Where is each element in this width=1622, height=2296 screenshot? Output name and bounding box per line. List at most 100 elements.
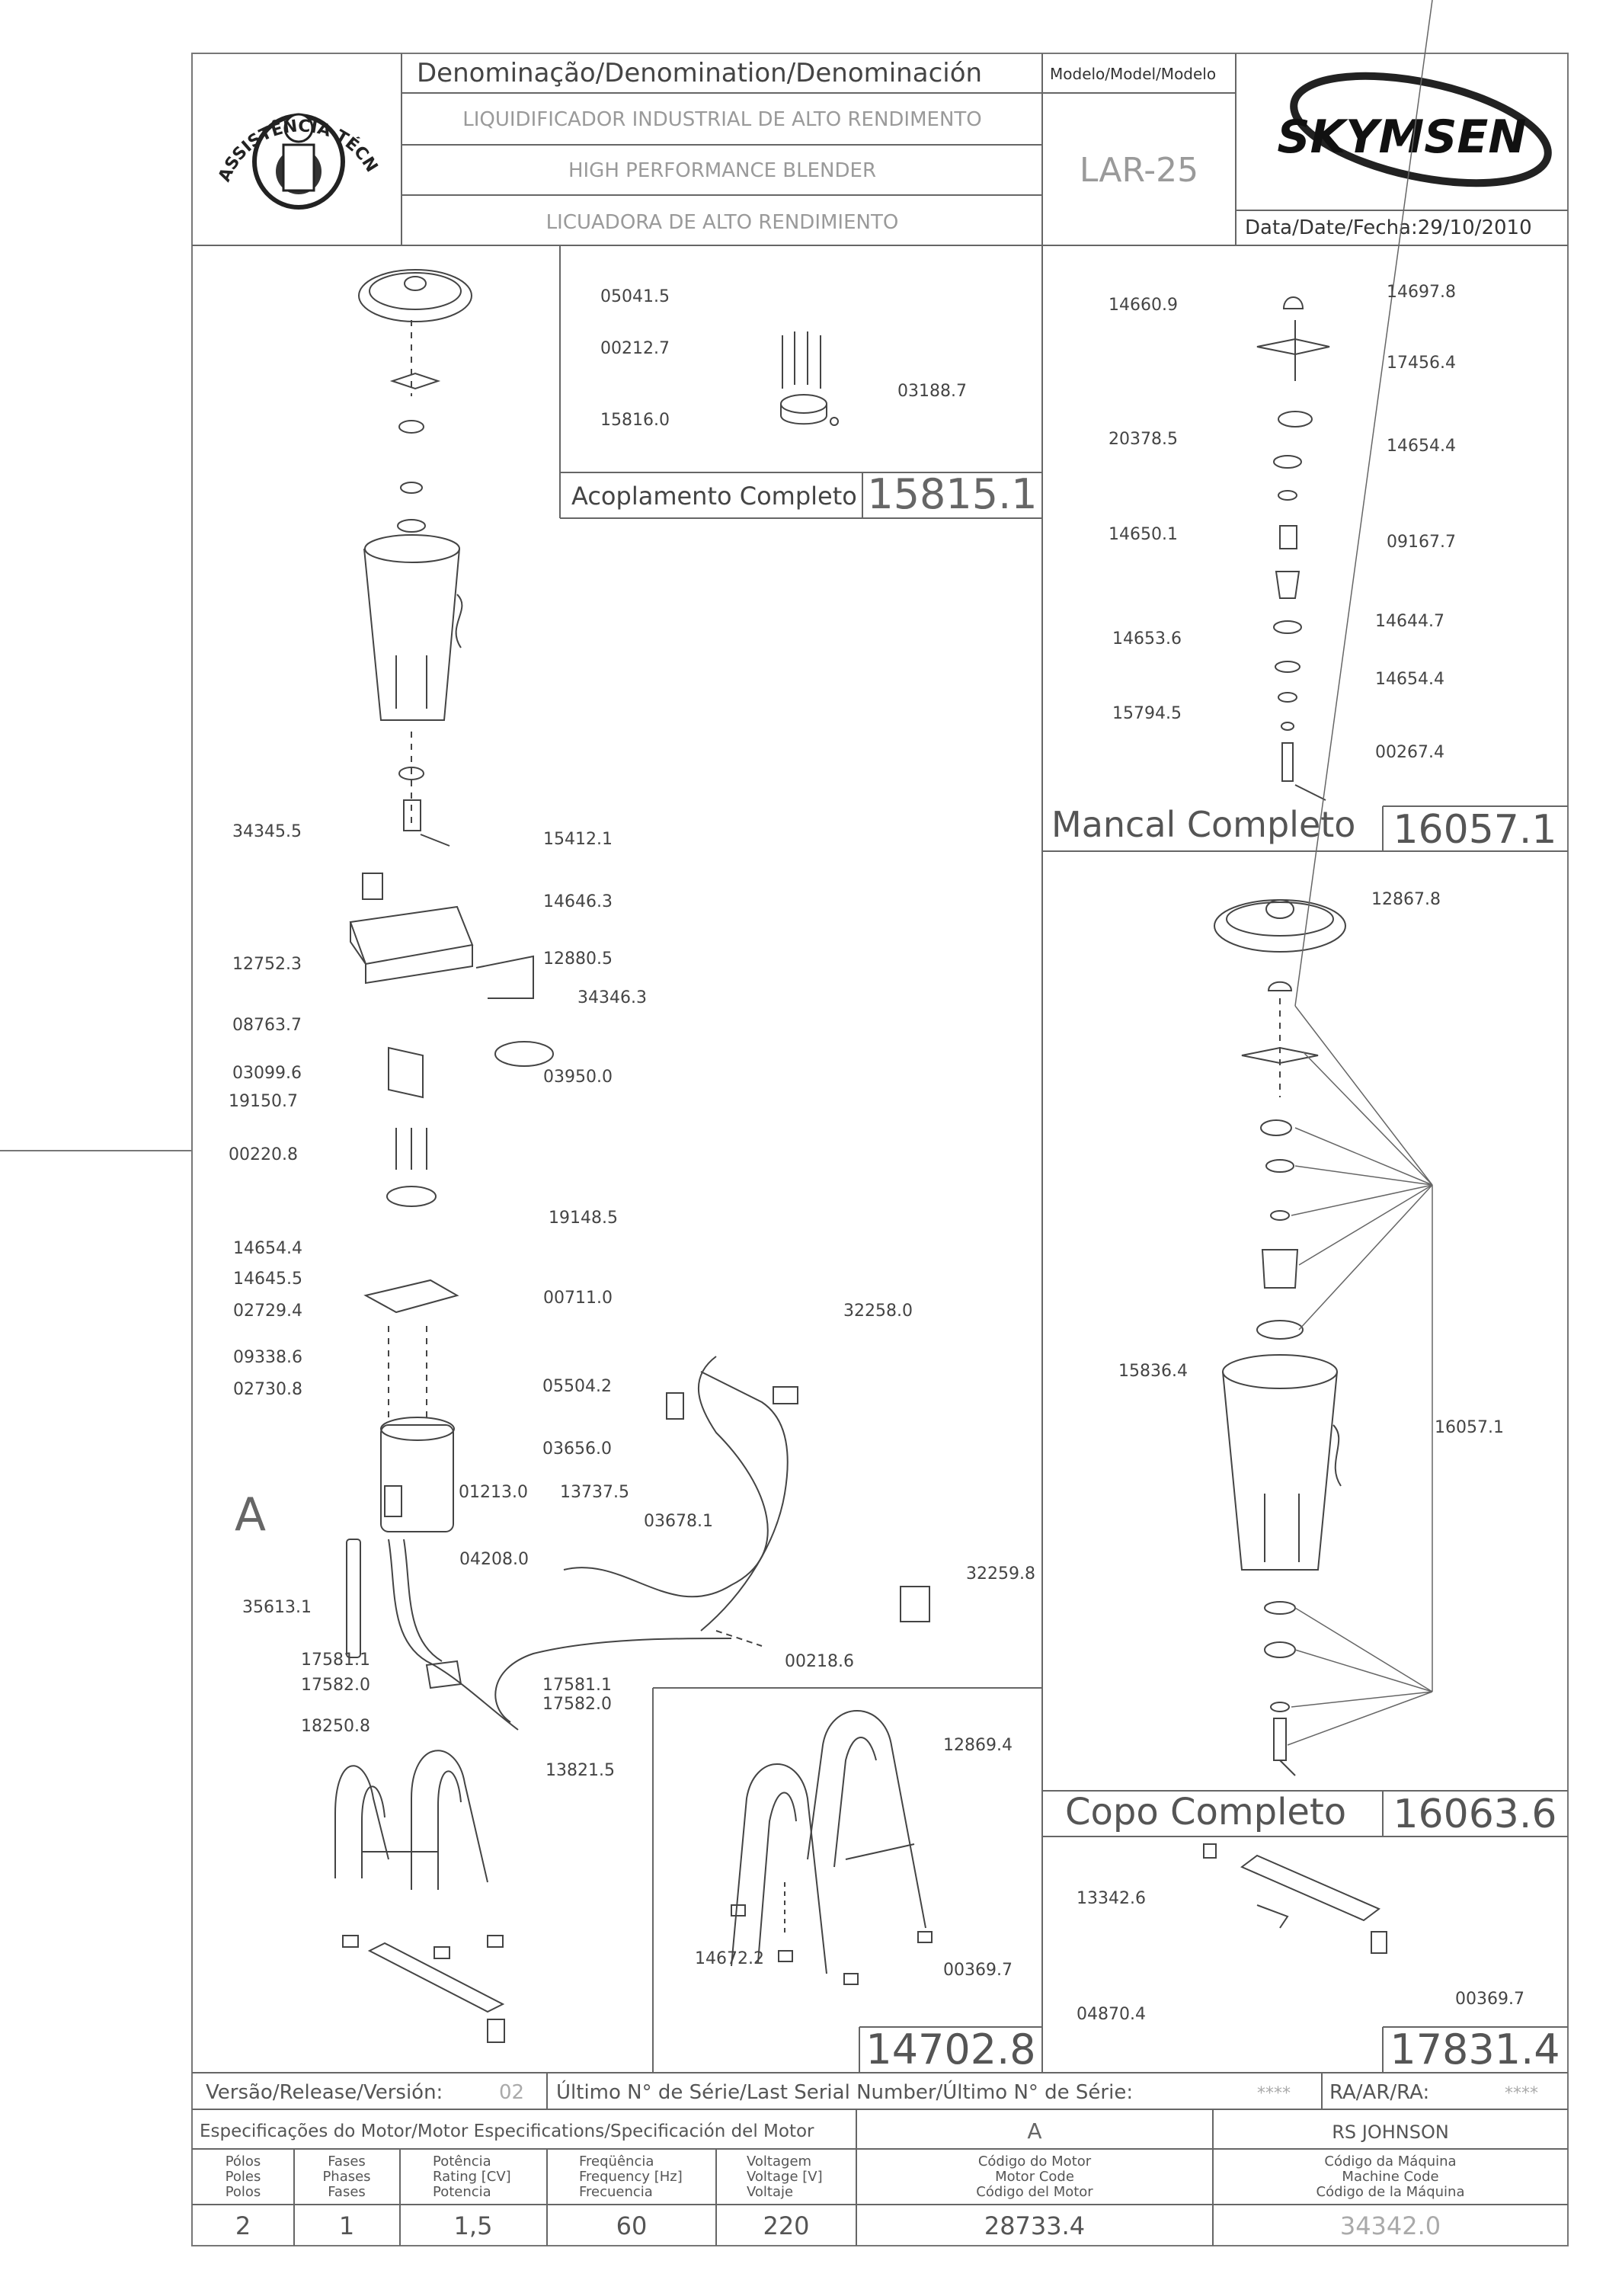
value-power: 1,5 <box>454 2211 493 2240</box>
part-label: 13342.6 <box>1077 1889 1146 1908</box>
part-label: 14654.4 <box>1375 670 1444 689</box>
motor-letter: A <box>1027 2118 1041 2144</box>
denomination-label: Denominação/Denomination/Denominación <box>417 58 982 88</box>
model-label: Modelo/Model/Modelo <box>1050 65 1216 83</box>
part-label: 12869.4 <box>943 1736 1013 1755</box>
part-label: 14644.7 <box>1375 612 1444 631</box>
model-value: LAR-25 <box>1080 151 1198 190</box>
part-label: 34346.3 <box>577 988 647 1007</box>
part-label: 03099.6 <box>232 1064 302 1083</box>
part-label: 03188.7 <box>897 382 967 401</box>
part-label: 14672.2 <box>695 1949 764 1968</box>
part-label: 14654.4 <box>1387 437 1456 456</box>
part-label: 14646.3 <box>543 892 613 911</box>
authorized-service-logo: ASSISTÊNCIA TÉCNICA AUTORIZADA <box>0 0 381 210</box>
part-label: 16057.1 <box>1435 1418 1504 1437</box>
svg-text:ASSISTÊNCIA TÉCNICA AUTORIZADA: ASSISTÊNCIA TÉCNICA AUTORIZADA <box>0 0 381 184</box>
bearing-assembly-code: 16057.1 <box>1393 807 1556 853</box>
part-label: 00220.8 <box>229 1145 298 1164</box>
bearing-assembly-label: Mancal Completo <box>1051 804 1355 845</box>
base-assembly-code: 17831.4 <box>1390 2025 1560 2073</box>
part-label: 20378.5 <box>1109 430 1178 449</box>
part-label: 03656.0 <box>542 1439 612 1459</box>
value-poles: 2 <box>235 2211 251 2240</box>
frame-border <box>191 53 1569 2246</box>
serial-label: Último N° de Série/Last Serial Number/Úl… <box>556 2080 1133 2104</box>
value-machine-code: 34342.0 <box>1340 2211 1441 2240</box>
part-label: 01213.0 <box>459 1483 528 1502</box>
svg-text:Data/Date/Fecha:29/10/2010: Data/Date/Fecha:29/10/2010 <box>1245 216 1532 239</box>
part-label: 17582.0 <box>542 1695 612 1714</box>
version-value: 02 <box>499 2081 524 2104</box>
part-label: 17582.0 <box>301 1676 370 1695</box>
cup-assembly-code: 16063.6 <box>1393 1792 1556 1837</box>
motor-callout: A <box>235 1488 266 1542</box>
part-label: 15836.4 <box>1118 1362 1188 1381</box>
part-labels: 05041.5 00212.7 15816.0 03188.7 14660.9 … <box>229 283 1524 2024</box>
part-label: 00212.7 <box>600 339 670 358</box>
product-name-pt: LIQUIDIFICADOR INDUSTRIAL DE ALTO RENDIM… <box>462 108 982 131</box>
part-label: 04208.0 <box>459 1550 529 1569</box>
ra-label: RA/AR/RA: <box>1329 2081 1429 2104</box>
value-phases: 1 <box>339 2211 354 2240</box>
version-label: Versão/Release/Versión: <box>206 2081 443 2104</box>
product-name-en: HIGH PERFORMANCE BLENDER <box>568 159 876 182</box>
stand-assembly-code: 14702.8 <box>865 2025 1035 2073</box>
part-label: 15794.5 <box>1112 704 1182 723</box>
part-label: 13737.5 <box>560 1483 629 1502</box>
brand-logo: SKYMSEN <box>1277 72 1552 187</box>
part-label: 12752.3 <box>232 955 302 974</box>
part-label: 09338.6 <box>233 1348 302 1367</box>
part-label: 00369.7 <box>1455 1990 1524 2009</box>
part-label: 13821.5 <box>545 1761 615 1780</box>
part-label: 34345.5 <box>232 822 302 841</box>
part-label: 14654.4 <box>233 1239 302 1258</box>
part-label: 04870.4 <box>1077 2005 1146 2024</box>
motor-spec-label: Especificações do Motor/Motor Especifica… <box>200 2121 814 2141</box>
serial-value: **** <box>1257 2084 1291 2103</box>
value-voltage: 220 <box>763 2211 809 2240</box>
part-label: 05504.2 <box>542 1377 612 1396</box>
part-label: 17581.1 <box>301 1651 370 1670</box>
parts-line-art <box>334 0 1433 2043</box>
part-label: 15412.1 <box>543 830 613 849</box>
part-label: 03950.0 <box>543 1068 613 1087</box>
part-label: 00218.6 <box>785 1652 854 1671</box>
brand-name: SKYMSEN <box>1277 110 1526 164</box>
part-label: 19150.7 <box>229 1092 298 1111</box>
part-label: 02729.4 <box>233 1302 302 1321</box>
part-label: 12880.5 <box>543 949 613 969</box>
part-label: 17456.4 <box>1387 354 1456 373</box>
part-label: 14697.8 <box>1387 283 1456 302</box>
footer: Versão/Release/Versión: 02 Último N° de … <box>200 2080 1538 2240</box>
part-label: 00369.7 <box>943 1961 1013 1980</box>
motor-brand: RS JOHNSON <box>1332 2121 1449 2143</box>
part-label: 19148.5 <box>549 1209 618 1228</box>
part-label: 05041.5 <box>600 287 670 306</box>
part-label: 09167.7 <box>1387 533 1456 552</box>
logo-text: ASSISTÊNCIA TÉCNICA AUTORIZADA <box>0 0 381 184</box>
date-value: 29/10/2010 <box>1418 216 1532 239</box>
part-label: 17581.1 <box>542 1676 612 1695</box>
part-label: 35613.1 <box>242 1598 312 1617</box>
cup-assembly-label: Copo Completo <box>1065 1791 1346 1833</box>
part-label: 14653.6 <box>1112 629 1182 648</box>
part-label: 32259.8 <box>966 1564 1035 1584</box>
product-name-es: LICUADORA DE ALTO RENDIMIENTO <box>546 211 899 234</box>
part-label: 14645.5 <box>233 1270 302 1289</box>
value-frequency: 60 <box>616 2211 648 2240</box>
ra-value: **** <box>1505 2084 1538 2103</box>
part-label: 03678.1 <box>644 1512 713 1531</box>
date-label: Data/Date/Fecha: <box>1245 216 1418 239</box>
part-label: 00267.4 <box>1375 743 1444 762</box>
part-label: 00711.0 <box>543 1289 613 1308</box>
part-label: 12867.8 <box>1371 890 1441 909</box>
